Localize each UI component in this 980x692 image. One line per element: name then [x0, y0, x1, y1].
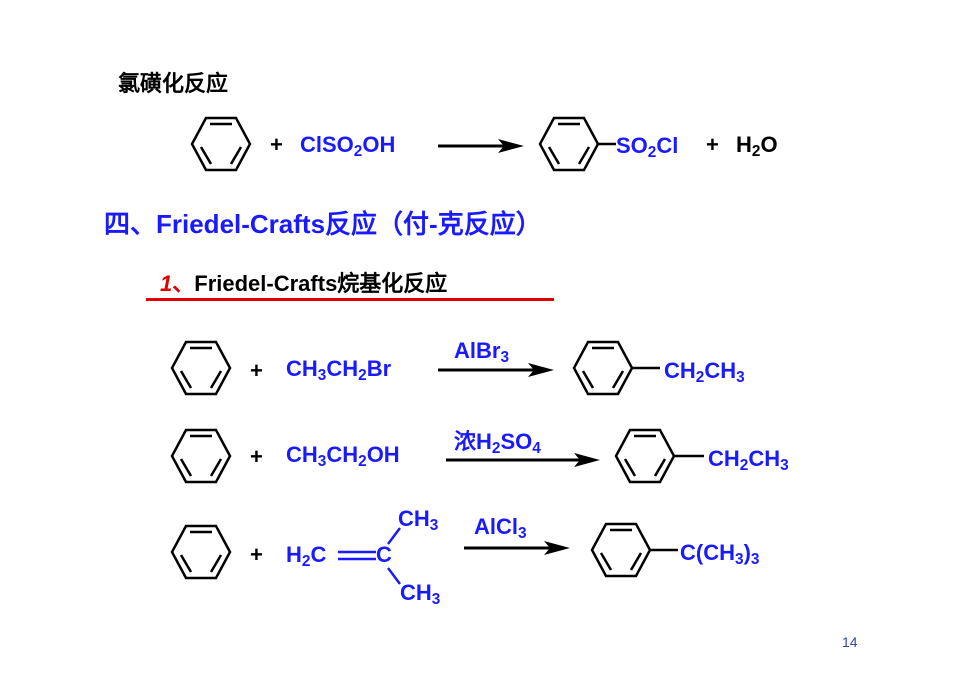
benzene-ring-icon	[590, 522, 678, 578]
benzene-ring-icon	[572, 340, 660, 396]
reagent-ethanol: CH3CH2OH	[286, 442, 400, 470]
benzene-ring-icon	[538, 116, 616, 172]
plus-sign: +	[250, 358, 263, 383]
subsection-title: Friedel-Crafts烷基化反应	[194, 271, 448, 296]
section-title-chlorosulfonation: 氯磺化反应	[118, 71, 229, 96]
reaction-arrow-icon	[438, 363, 554, 377]
product-ethylbenzene: CH2CH3	[664, 358, 745, 386]
plus-sign: +	[250, 444, 263, 469]
benzene-ring-icon	[170, 340, 232, 396]
reagent-central-carbon: C	[376, 542, 392, 567]
plus-sign: +	[706, 132, 719, 157]
reaction-arrow-icon	[464, 541, 570, 555]
plus-sign: +	[250, 542, 263, 567]
page-number: 14	[842, 634, 858, 650]
byproduct-h2o: H2O	[736, 132, 778, 160]
plus-sign: +	[270, 132, 283, 157]
double-bond-icon	[338, 550, 376, 561]
reagent-ethyl-bromide: CH3CH2Br	[286, 356, 392, 384]
product-tert-butylbenzene: C(CH3)3	[680, 540, 760, 568]
bottom-methyl-group: CH3	[400, 580, 441, 608]
benzene-ring-icon	[170, 524, 232, 580]
benzene-ring-icon	[190, 116, 252, 172]
catalyst-alcl3: AlCl3	[474, 514, 527, 542]
subsection-separator: 、	[172, 271, 195, 296]
product-so2cl: SO2Cl	[616, 133, 679, 161]
subsection-heading-alkylation: 1、Friedel-Crafts烷基化反应	[160, 266, 447, 298]
section-heading-friedel-crafts: 四、Friedel-Crafts反应（付-克反应）	[104, 209, 542, 239]
subsection-number: 1	[160, 271, 173, 296]
benzene-ring-icon	[170, 428, 232, 484]
reaction-arrow-icon	[438, 139, 524, 153]
catalyst-conc-sulfuric-acid: 浓H2SO4	[454, 429, 541, 457]
benzene-ring-icon	[614, 428, 704, 484]
catalyst-albr3: AlBr3	[454, 338, 510, 366]
subsection-underline	[146, 298, 554, 301]
reaction-arrow-icon	[446, 453, 600, 467]
top-methyl-group: CH3	[398, 506, 439, 534]
reagent-clso2oh: ClSO2OH	[300, 132, 396, 160]
single-bond-icon	[387, 527, 401, 585]
product-ethylbenzene: CH2CH3	[708, 446, 789, 474]
reagent-methylene-carbon: H2C	[286, 542, 327, 570]
